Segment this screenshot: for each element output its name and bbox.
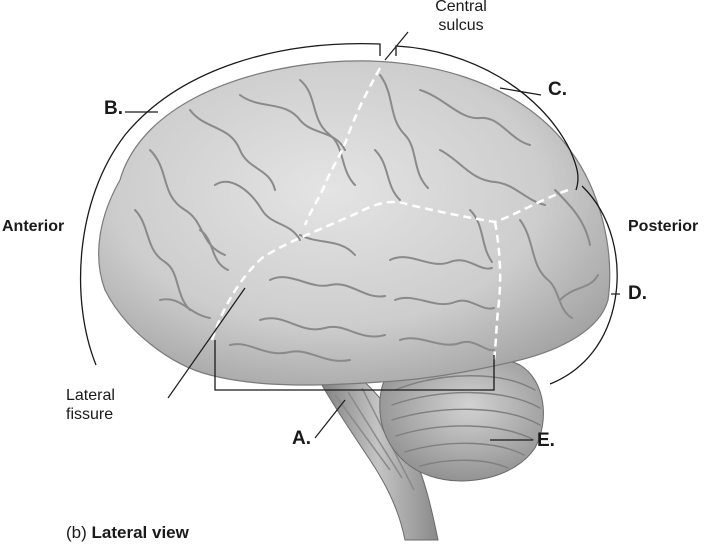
central-sulcus-label: Central sulcus [426,0,496,35]
central-sulcus-label-line-2: sulcus [438,17,484,34]
lateral-fissure-label-line-1: Lateral [66,387,115,404]
label-a: A. [292,428,311,449]
cerebellum-folia [391,375,541,469]
parietal-lobe-bracket [395,45,579,191]
parieto-occipital-line [492,221,502,361]
frontal-lobe-bracket [79,42,381,366]
anterior-label: Anterior [2,218,65,235]
label-d: D. [628,283,647,304]
label-e: E. [537,430,555,451]
figure-caption: (b) Lateral view [66,523,189,543]
temporal-lobe-bracket [214,340,495,391]
lateral-fissure-line [210,188,569,341]
label-c: C. [548,79,567,100]
cerebrum [98,60,611,386]
cortex-sulci [134,74,599,362]
occipital-lobe-bracket [549,185,618,385]
posterior-label: Posterior [628,218,699,235]
caption-title: Lateral view [91,523,189,542]
lateral-fissure-label-line-2: fissure [66,406,114,423]
leader-lines [125,31,620,441]
caption-prefix: (b) [66,523,87,542]
lateral-fissure-label: Lateral fissure [66,386,136,424]
central-sulcus-label-line-1: Central [435,0,487,15]
label-b: B. [104,98,123,119]
